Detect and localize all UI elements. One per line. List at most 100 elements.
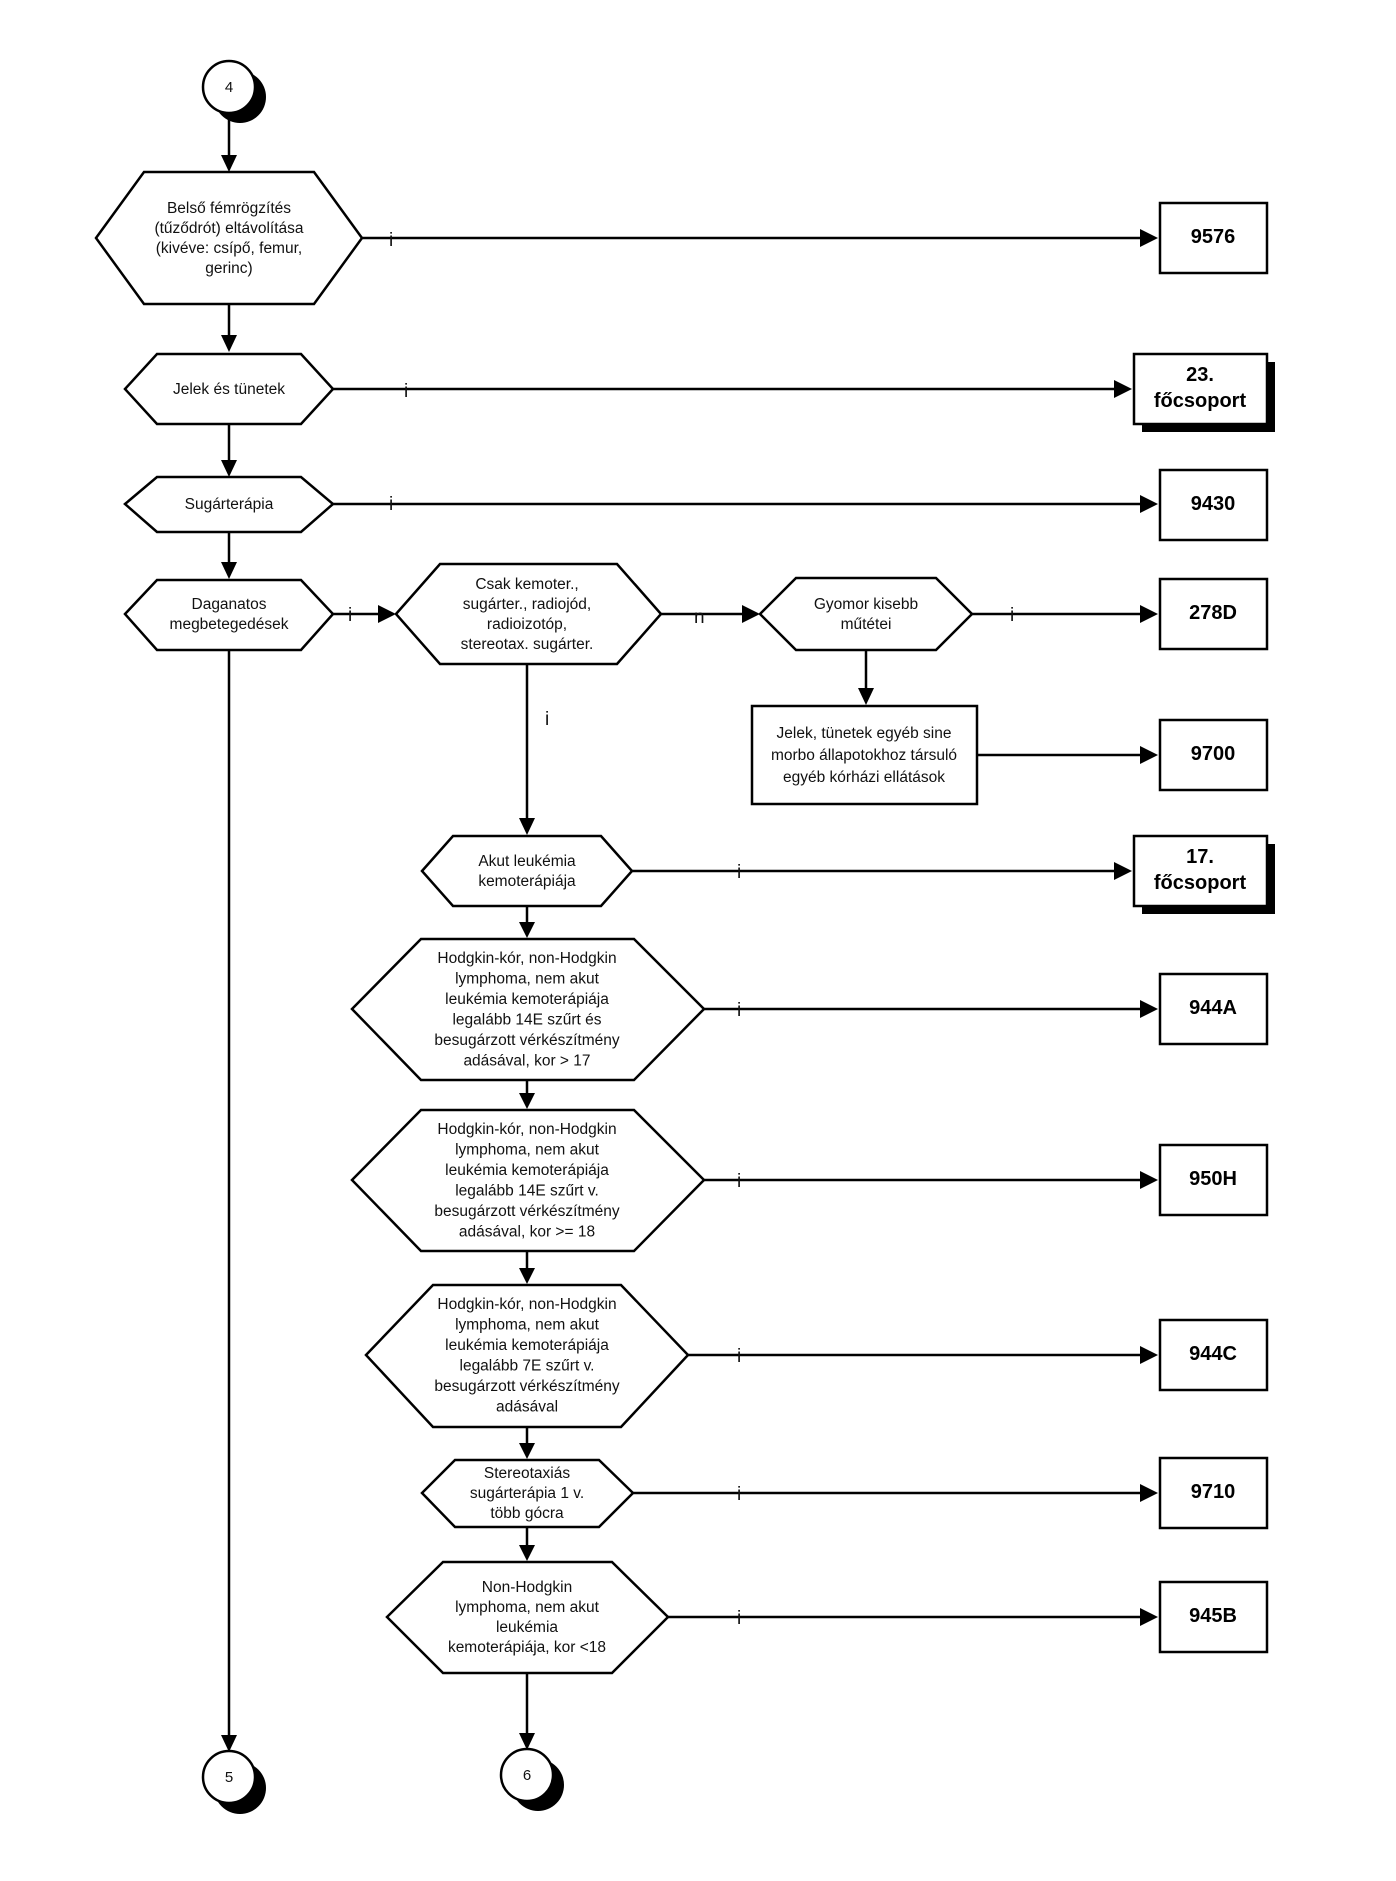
decision-hodgkin-950h-text-line: leukémia kemoterápiája (445, 1162, 609, 1179)
decision-hodgkin-944a-text-line: legalább 14E szűrt és (452, 1011, 601, 1028)
decision-non-hodgkin-text-line: Non-Hodgkin (482, 1579, 572, 1596)
decision-jelek-tunetek-text: Jelek és tünetek (173, 381, 285, 398)
decision-hodgkin-944a-text-line: Hodgkin-kór, non-Hodgkin (437, 950, 616, 967)
label-yes-akut: i (737, 862, 741, 883)
arrow-hodgkin944a-to-944a (1140, 1000, 1158, 1018)
result-9430-text-line: 9430 (1191, 493, 1236, 515)
decision-csak-kemoter-text-line: Csak kemoter., (475, 576, 578, 593)
result-944a-text-line: 944A (1189, 997, 1237, 1019)
decision-hodgkin-944a-text-line: adásával, kor > 17 (463, 1052, 590, 1069)
process-jelek-egyeb-text-line: Jelek, tünetek egyéb sine (777, 725, 952, 742)
decision-jelek-tunetek-shape (123, 352, 335, 426)
arrow-akut-to-944a (519, 922, 535, 938)
connector-6-circle (499, 1747, 555, 1803)
connector-5-label: 5 (225, 1769, 233, 1786)
arrow-belso-to-jelek (221, 335, 237, 352)
arrow-csak-to-gyomor (742, 605, 760, 623)
connector-4: 4 (201, 59, 266, 123)
decision-sugarterapia-text: Sugárterápia (185, 496, 274, 513)
decision-hodgkin-944c-shape (364, 1283, 690, 1429)
decision-csak-kemoter-text-line: sugárter., radiojód, (463, 596, 591, 613)
result-944a-box (1158, 972, 1269, 1046)
decision-belso-femrogzites-text-line: (tűződrót) eltávolítása (154, 220, 303, 237)
decision-csak-kemoter: Csak kemoter.,sugárter., radiojód,radioi… (394, 562, 663, 666)
decision-hodgkin-944a-text-line: besugárzott vérkészítmény (434, 1032, 619, 1049)
result-9576-text-line: 9576 (1191, 226, 1236, 248)
result-23-focsoport-box (1132, 352, 1269, 426)
arrow-sugar-to-daganatos (221, 562, 237, 579)
label-yes-stereo: i (737, 1484, 741, 1505)
result-23-focsoport-text-line: főcsoport (1154, 390, 1247, 412)
decision-non-hodgkin-text-line: lymphoma, nem akut (455, 1599, 600, 1616)
arrow-944a-to-950h (519, 1093, 535, 1109)
result-950h-box (1158, 1143, 1269, 1217)
decision-akut-leukemia-shape (420, 834, 634, 908)
result-278d-text-line: 278D (1189, 602, 1237, 624)
decision-non-hodgkin-text-line: kemoterápiája, kor <18 (448, 1639, 606, 1656)
decision-csak-kemoter-text: Csak kemoter.,sugárter., radiojód,radioi… (461, 576, 594, 653)
result-17-focsoport: 17.főcsoport (1132, 834, 1275, 914)
result-17-focsoport-text: 17.főcsoport (1154, 846, 1247, 894)
result-278d: 278D (1158, 577, 1269, 651)
decision-hodgkin-950h-text-line: besugárzott vérkészítmény (434, 1203, 619, 1220)
decision-hodgkin-950h-text-line: legalább 14E szűrt v. (455, 1182, 599, 1199)
arrow-csak-to-akut (519, 818, 535, 835)
result-278d-text: 278D (1189, 602, 1237, 624)
decision-sugarterapia: Sugárterápia (123, 475, 335, 534)
decision-stereotaxias-text-line: több gócra (490, 1505, 564, 1522)
result-950h-text-line: 950H (1189, 1168, 1237, 1190)
label-no-csak: n (694, 607, 705, 628)
decision-sugarterapia-shape (123, 475, 335, 534)
connector-4-circle (201, 59, 257, 115)
result-9576-text: 9576 (1191, 226, 1236, 248)
decision-hodgkin-944c-text-line: besugárzott vérkészítmény (434, 1378, 619, 1395)
result-944c-box (1158, 1318, 1269, 1392)
decision-hodgkin-944c-text-line: Hodgkin-kór, non-Hodgkin (437, 1296, 616, 1313)
result-9700-box (1158, 718, 1269, 792)
decision-stereotaxias-text-line: sugárterápia 1 v. (470, 1485, 584, 1502)
label-yes-sugar: i (389, 494, 393, 515)
decision-hodgkin-950h-shape (350, 1108, 706, 1253)
decision-non-hodgkin: Non-Hodgkin lymphoma, nem akut leukémia kem… (385, 1560, 670, 1675)
arrow-jelek-to-sugar (221, 460, 237, 477)
result-950h-text: 950H (1189, 1168, 1237, 1190)
arrow-daganatos-to-csak (378, 605, 396, 623)
result-9430-box (1158, 468, 1269, 542)
decision-belso-femrogzites-text-line: (kivéve: csípő, femur, (156, 240, 302, 257)
label-yes-944a: i (737, 1000, 741, 1021)
decision-daganatos-shape (123, 578, 335, 652)
process-jelek-egyeb-text-line: morbo állapotokhoz társuló (771, 747, 957, 764)
decision-hodgkin-944a-text-line: lymphoma, nem akut (455, 970, 600, 987)
result-944a: 944A (1158, 972, 1269, 1046)
label-yes-950h: i (737, 1171, 741, 1192)
result-945b-box (1158, 1580, 1269, 1654)
result-944c: 944C (1158, 1318, 1269, 1392)
decision-hodgkin-950h-text-line: adásával, kor >= 18 (459, 1223, 595, 1240)
decision-non-hodgkin-shape (385, 1560, 670, 1675)
connector-5: 5 (201, 1749, 266, 1814)
result-9700-text-line: 9700 (1191, 743, 1236, 765)
result-9430-text: 9430 (1191, 493, 1236, 515)
arrow-hodgkin950h-to-950h (1140, 1171, 1158, 1189)
decision-akut-leukemia-text-line: Akut leukémia (478, 853, 576, 870)
label-yes-nonhodgkin: i (737, 1608, 741, 1629)
result-944c-text-line: 944C (1189, 1343, 1237, 1365)
result-9710-box (1158, 1456, 1269, 1530)
decision-non-hodgkin-text-line: leukémia (496, 1619, 558, 1636)
connector-6-label: 6 (523, 1767, 531, 1784)
arrow-jelek-to-23 (1114, 380, 1132, 398)
result-23-focsoport-text: 23.főcsoport (1154, 364, 1247, 412)
arrow-nonhodgkin-to-c6 (519, 1733, 535, 1750)
decision-hodgkin-944c-text-line: leukémia kemoterápiája (445, 1337, 609, 1354)
decision-csak-kemoter-text-line: stereotax. sugárter. (461, 636, 594, 653)
result-9576-box (1158, 201, 1269, 275)
